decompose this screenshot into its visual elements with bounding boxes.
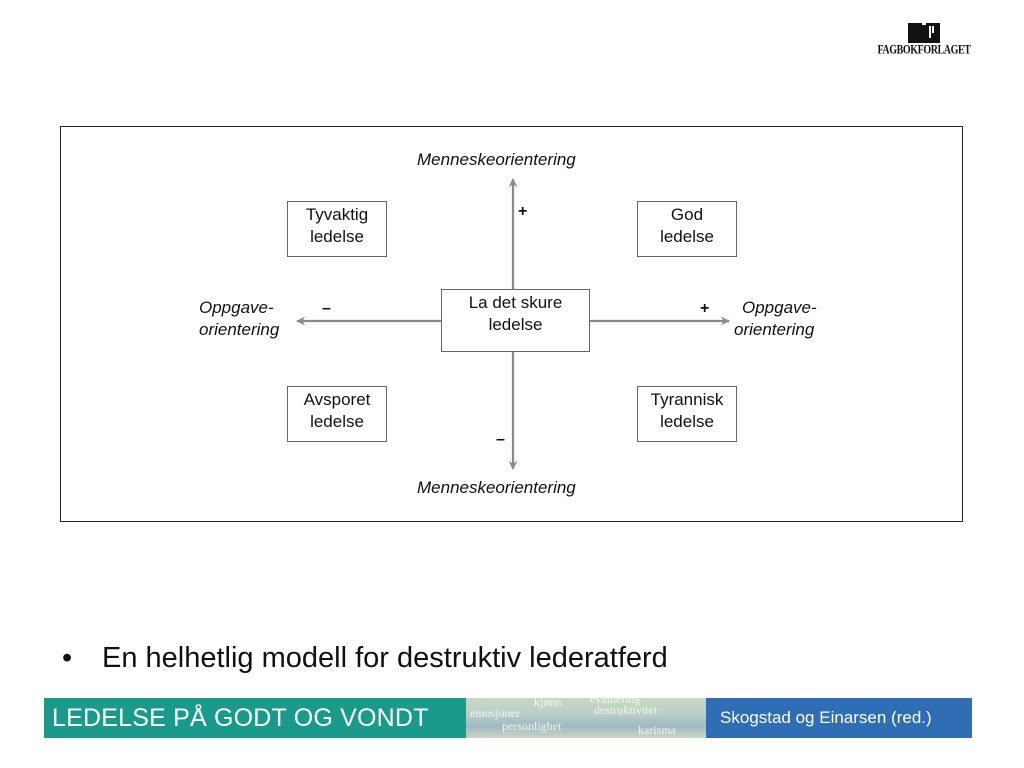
diagram-frame: Menneskeorientering Menneskeorientering …: [60, 126, 963, 522]
axis-bottom-label: Menneskeorientering: [417, 478, 576, 497]
publisher-name: FAGBOKFORLAGET: [877, 43, 971, 58]
top-left-box: Tyvaktig ledelse: [287, 201, 387, 257]
book-title: LEDELSE PÅ GODT OG VONDT: [44, 698, 466, 738]
word-cloud-word: karisma: [638, 723, 676, 737]
axes: [296, 178, 730, 470]
publisher-logo: FAGBOKFORLAGET: [876, 22, 972, 58]
bullet-point: • En helhetlig modell for destruktiv lede…: [62, 640, 668, 676]
sign-left-minus: –: [322, 300, 331, 317]
sign-right-plus: +: [700, 300, 710, 317]
axis-top-label: Menneskeorientering: [417, 150, 576, 169]
open-book-icon: [908, 23, 940, 43]
book-authors: Skogstad og Einarsen (red.): [706, 698, 972, 738]
word-cloud-word: emosjoner: [470, 706, 520, 720]
word-cloud-word: personlighet: [502, 719, 562, 733]
axis-left-label: Oppgave- orientering: [199, 298, 280, 339]
sign-bottom-minus: –: [496, 431, 505, 448]
top-right-box: God ledelse: [637, 201, 737, 257]
bullet-symbol: •: [62, 642, 73, 674]
word-cloud-word: kjønn: [534, 698, 562, 709]
axis-right-label: Oppgave- orientering: [734, 298, 817, 339]
bottom-left-box: Avsporet ledelse: [287, 386, 387, 442]
center-box: La det skure ledelse: [441, 289, 590, 352]
word-cloud-word: destruktivitet: [594, 703, 658, 717]
word-cloud-word: evaluering: [590, 698, 641, 706]
sign-top-plus: +: [518, 203, 528, 220]
bullet-text: En helhetlig modell for destruktiv leder…: [102, 642, 668, 674]
bottom-right-box: Tyrannisk ledelse: [637, 386, 737, 442]
footer-banner: LEDELSE PÅ GODT OG VONDT kjønn evaluerin…: [44, 698, 972, 738]
word-cloud-image: kjønn evaluering emosjoner destruktivite…: [466, 698, 706, 738]
